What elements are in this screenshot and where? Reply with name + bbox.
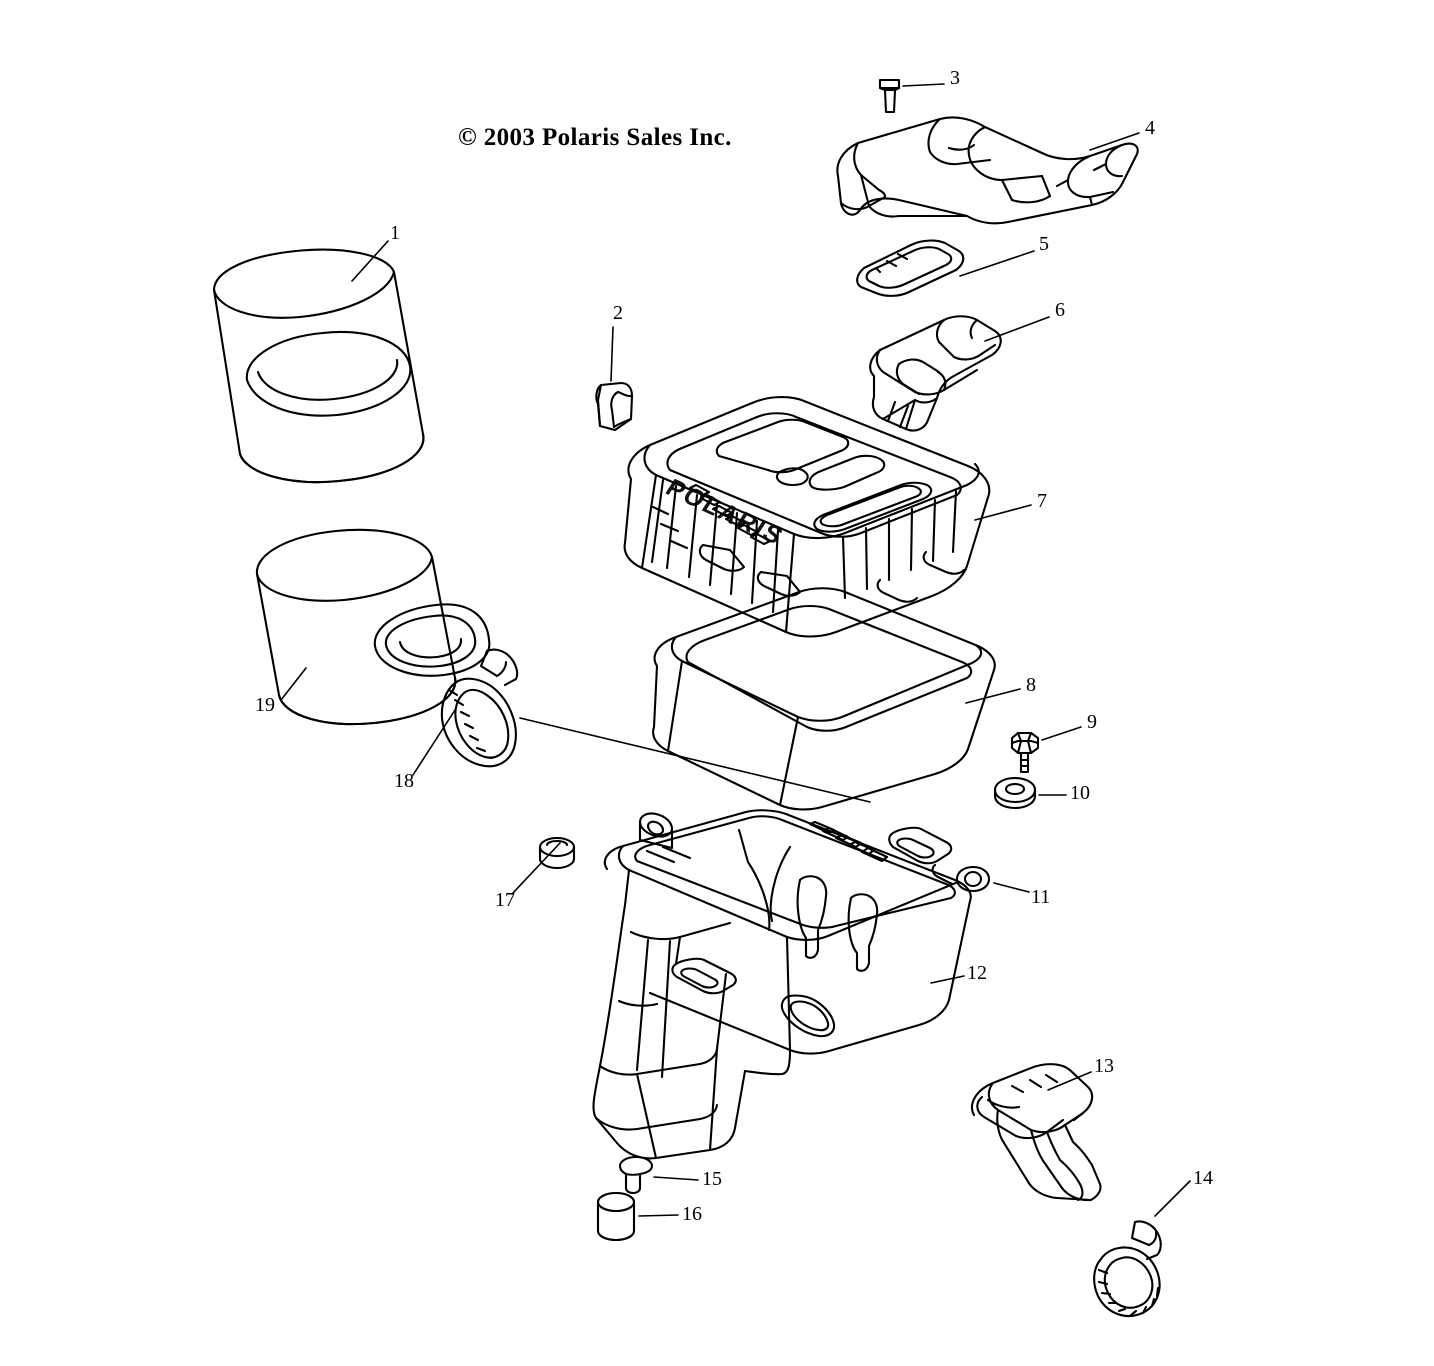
part-13-outlet-boot (972, 1064, 1100, 1200)
callout-4: 4 (1145, 117, 1155, 139)
part-12-airbox-base (593, 810, 970, 1158)
callout-18: 18 (394, 770, 414, 792)
callout-19: 19 (255, 694, 275, 716)
callout-14: 14 (1193, 1167, 1213, 1189)
part-9-bolt (1012, 733, 1038, 772)
callout-6: 6 (1055, 299, 1065, 321)
callout-13: 13 (1094, 1055, 1114, 1077)
part-11-grommet (957, 867, 989, 891)
callout-8: 8 (1026, 674, 1036, 696)
part-1-prefilter (214, 250, 423, 482)
callout-15: 15 (702, 1168, 722, 1190)
part-14-clamp (1094, 1221, 1161, 1316)
callout-17: 17 (495, 889, 515, 911)
callout-9: 9 (1087, 711, 1097, 733)
part-15-plug (620, 1157, 652, 1193)
callout-2: 2 (613, 302, 623, 324)
part-4-intake-duct (837, 117, 1137, 223)
part-2-clip (596, 383, 632, 430)
leader-lines (281, 84, 1190, 1216)
part-5-gasket (857, 241, 963, 296)
callout-12: 12 (967, 962, 987, 984)
callout-7: 7 (1037, 490, 1047, 512)
callout-16: 16 (682, 1203, 702, 1225)
part-3-screw (880, 80, 899, 112)
callout-10: 10 (1070, 782, 1090, 804)
part-6-intake-snorkel (870, 316, 1001, 430)
part-8-cover-seal (653, 588, 995, 809)
part-18-clamp (442, 650, 517, 767)
part-10-washer (995, 778, 1035, 808)
part-19-filter-element (257, 530, 489, 724)
part-17-plug (540, 838, 574, 868)
copyright-notice: © 2003 Polaris Sales Inc. (458, 124, 732, 151)
callout-3: 3 (950, 67, 960, 89)
part-7-airbox-cover (625, 397, 990, 636)
callout-11: 11 (1031, 886, 1051, 908)
callout-5: 5 (1039, 233, 1049, 255)
callout-1: 1 (390, 222, 400, 244)
part-16-drain-cap (598, 1193, 634, 1240)
